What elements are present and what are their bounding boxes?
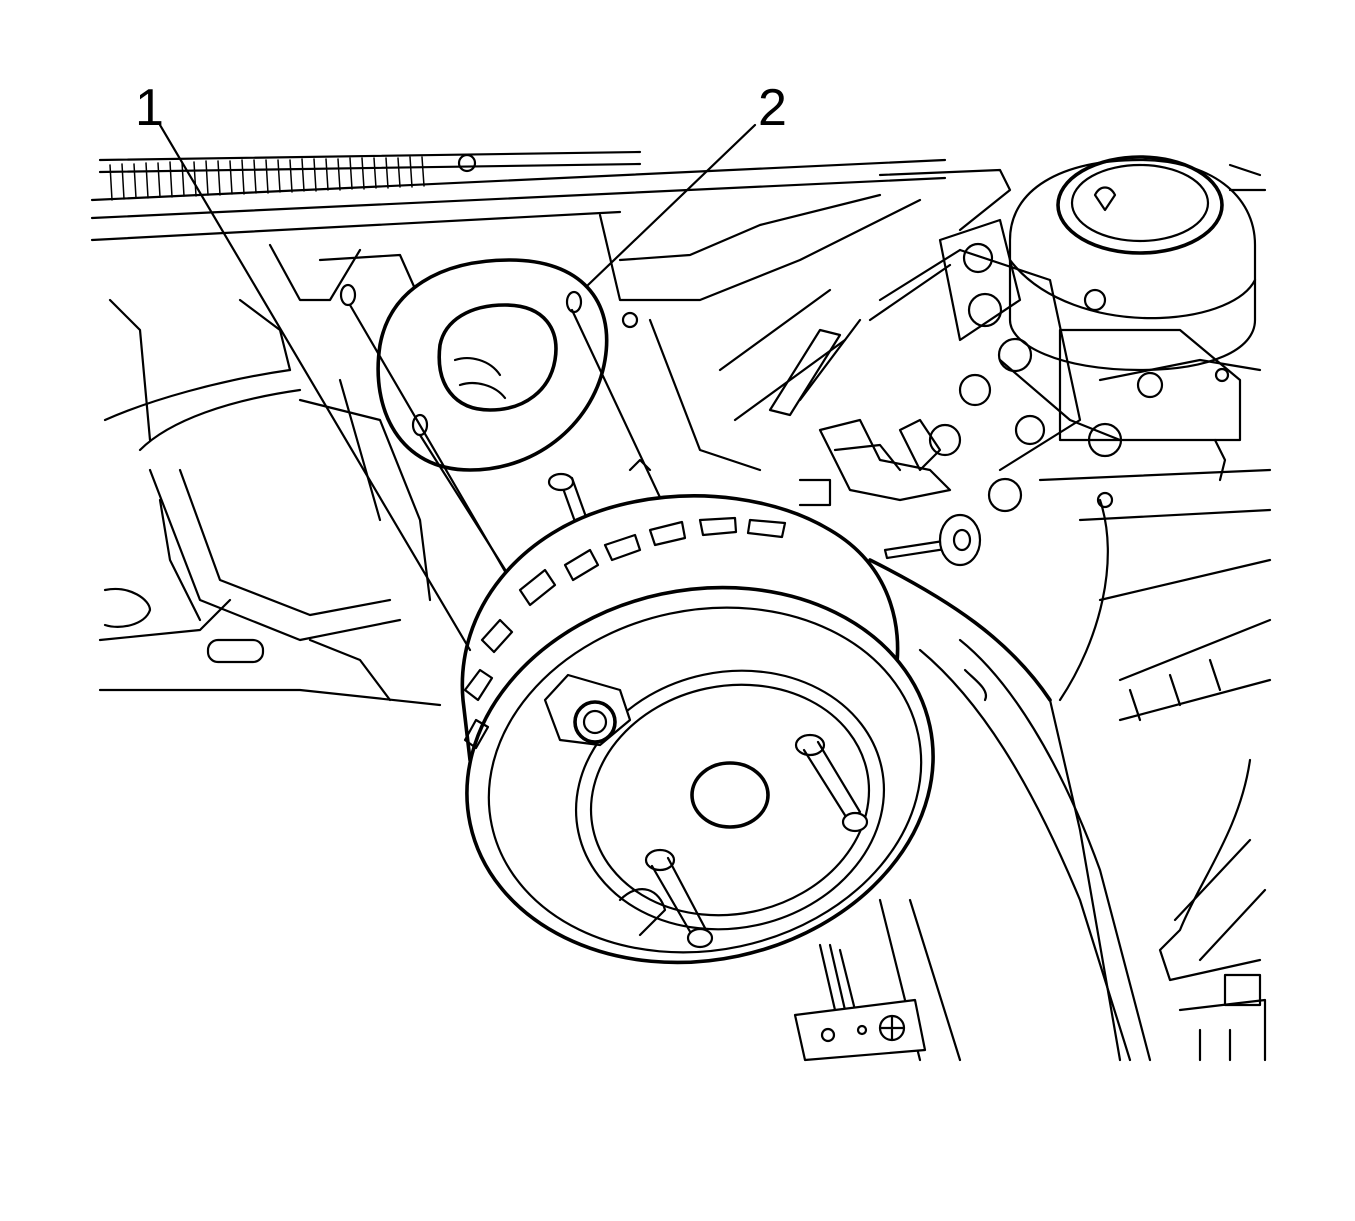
firewall-stud <box>883 513 982 567</box>
engine-components-right <box>718 218 1262 513</box>
lower-bracket <box>793 898 962 1062</box>
booster-gasket <box>339 258 609 472</box>
callout-1-label: 1 <box>135 79 164 137</box>
callout-leaders <box>158 123 757 652</box>
frame-rail <box>1038 468 1272 1062</box>
callout-2-label: 2 <box>758 79 787 137</box>
callout-1-leader <box>158 123 472 652</box>
callout-2-leader <box>586 123 757 287</box>
left-body-structure <box>98 298 442 707</box>
structural-member <box>868 558 1152 1062</box>
cowl-panel <box>90 150 1012 242</box>
master-cylinder-reservoir <box>1008 155 1267 372</box>
connector-bracket <box>798 358 1122 507</box>
brake-vacuum-booster <box>460 472 935 965</box>
